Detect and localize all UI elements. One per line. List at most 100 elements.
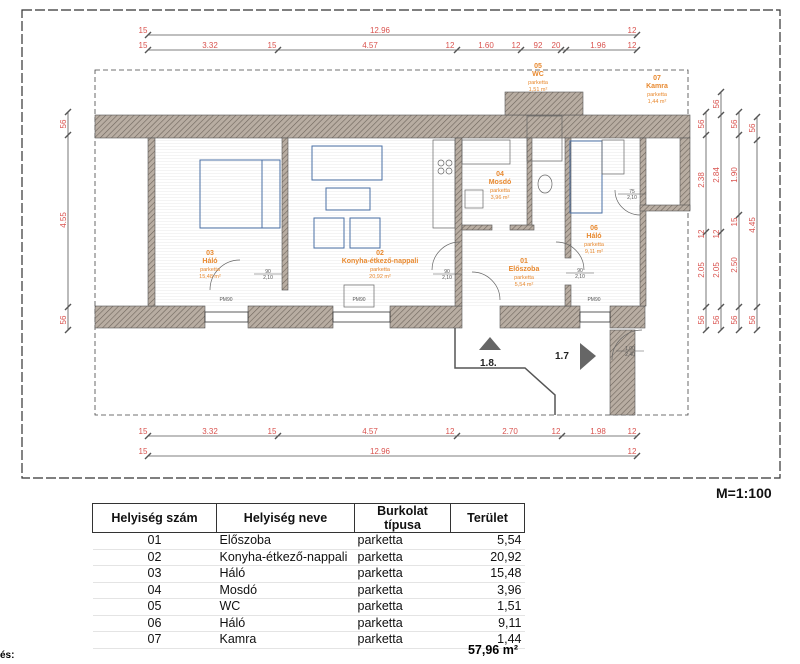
cell-floor: parketta xyxy=(354,582,451,599)
cell-number: 03 xyxy=(92,565,217,583)
door-height: 2,40 xyxy=(625,352,635,358)
dimension-tick xyxy=(753,303,761,311)
room-area: 15,48 m² xyxy=(199,274,221,280)
room-area: 5,54 m² xyxy=(515,282,534,288)
dimension-label: 12 xyxy=(712,229,721,238)
dimension-label: 2.70 xyxy=(502,427,518,436)
room-number: 06 xyxy=(590,225,598,232)
dimension-lines xyxy=(64,31,761,460)
dimension-label: 12 xyxy=(628,26,637,35)
room-area: 20,92 m² xyxy=(369,274,391,280)
dimension-tick xyxy=(717,88,725,96)
dimension-label: 12 xyxy=(446,427,455,436)
dimension-label: 56 xyxy=(730,315,739,324)
cell-area: 15,48 xyxy=(450,565,525,583)
dimension-tick xyxy=(633,46,641,54)
dimension-label: 2.05 xyxy=(712,262,721,278)
col-floor-type: Burkolat típusa xyxy=(354,503,451,533)
room-name: Előszoba xyxy=(509,266,540,273)
toilet xyxy=(537,174,553,194)
dimension-label: 12 xyxy=(628,427,637,436)
room-name: Mosdó xyxy=(489,179,512,186)
dimension-label: 15 xyxy=(268,41,277,50)
room-name: Konyha-étkező-nappali xyxy=(342,258,419,265)
dimension-label: 2.38 xyxy=(697,172,706,188)
dimension-tick xyxy=(717,303,725,311)
dimension-label: 2.50 xyxy=(730,257,739,273)
dimension-label: 1.98 xyxy=(590,427,606,436)
cell-area: 1,51 xyxy=(450,598,525,616)
dimension-label: 1.90 xyxy=(730,167,739,183)
door-height: 2,10 xyxy=(575,274,585,280)
room-floor: parketta xyxy=(647,92,668,98)
door-width: 90 xyxy=(444,269,450,275)
marker-1-7: 1.7 xyxy=(555,351,569,362)
dimension-label: 12 xyxy=(697,229,706,238)
door-width: 90 xyxy=(577,268,583,274)
cell-area: 1,44 xyxy=(450,631,525,649)
dimension-tick xyxy=(702,228,710,236)
col-area: Terület xyxy=(450,503,525,533)
door-width: 90 xyxy=(265,269,271,275)
dimension-label: 1.96 xyxy=(590,41,606,50)
furniture xyxy=(199,140,603,249)
dimension-tick xyxy=(702,131,710,139)
dimension-tick xyxy=(453,46,461,54)
window-label: PM90 xyxy=(219,297,232,303)
cell-floor: parketta xyxy=(354,532,451,550)
cell-name: Előszoba xyxy=(216,532,355,550)
dimension-label: 4.57 xyxy=(362,427,378,436)
dimension-label: 3.32 xyxy=(202,41,218,50)
dimension-label: 12 xyxy=(628,447,637,456)
dimension-tick xyxy=(64,303,72,311)
door-width: 75 xyxy=(629,189,635,195)
room-area: 1,44 m² xyxy=(648,99,667,105)
kitchen-counter xyxy=(432,139,456,229)
dimension-label: 4.55 xyxy=(59,212,68,228)
dimension-label: 3.32 xyxy=(202,427,218,436)
sheet-frame xyxy=(21,9,781,479)
dimension-tick xyxy=(558,432,566,440)
room-number: 05 xyxy=(534,63,542,70)
footer-fragment: és: xyxy=(0,650,15,661)
section-arrow-south-icon xyxy=(479,337,501,350)
dimension-label: 1.60 xyxy=(478,41,494,50)
room-floor: parketta xyxy=(514,275,535,281)
dimension-tick xyxy=(517,46,525,54)
cell-floor: parketta xyxy=(354,565,451,583)
cell-number: 07 xyxy=(92,631,217,649)
coffee-table xyxy=(325,187,371,211)
dimension-tick xyxy=(274,46,282,54)
dimension-tick xyxy=(735,108,743,116)
room-area: 9,11 m² xyxy=(585,249,603,255)
room-schedule-table: Helyiség szám Helyiség neve Burkolat típ… xyxy=(92,503,525,649)
dimension-tick xyxy=(735,326,743,334)
room-number: 04 xyxy=(496,171,504,178)
dimension-tick xyxy=(702,326,710,334)
door-height: 2,10 xyxy=(442,275,452,281)
dimension-label: 56 xyxy=(712,99,721,108)
room-number: 01 xyxy=(520,258,528,265)
dimension-label: 56 xyxy=(712,315,721,324)
room-floor: parketta xyxy=(200,267,221,273)
door-width: 1,00 xyxy=(625,346,635,352)
room-number: 03 xyxy=(206,250,214,257)
cell-name: Háló xyxy=(216,615,355,632)
dimension-label: 2.05 xyxy=(697,262,706,278)
dimension-tick xyxy=(144,46,152,54)
dimension-label: 12.96 xyxy=(370,447,391,456)
dimension-tick xyxy=(453,432,461,440)
dimension-tick xyxy=(753,326,761,334)
cell-floor: parketta xyxy=(354,615,451,632)
cell-name: WC xyxy=(216,598,355,616)
cell-number: 01 xyxy=(92,532,217,550)
dimension-label: 12 xyxy=(512,41,521,50)
room-floor: parketta xyxy=(528,80,549,86)
